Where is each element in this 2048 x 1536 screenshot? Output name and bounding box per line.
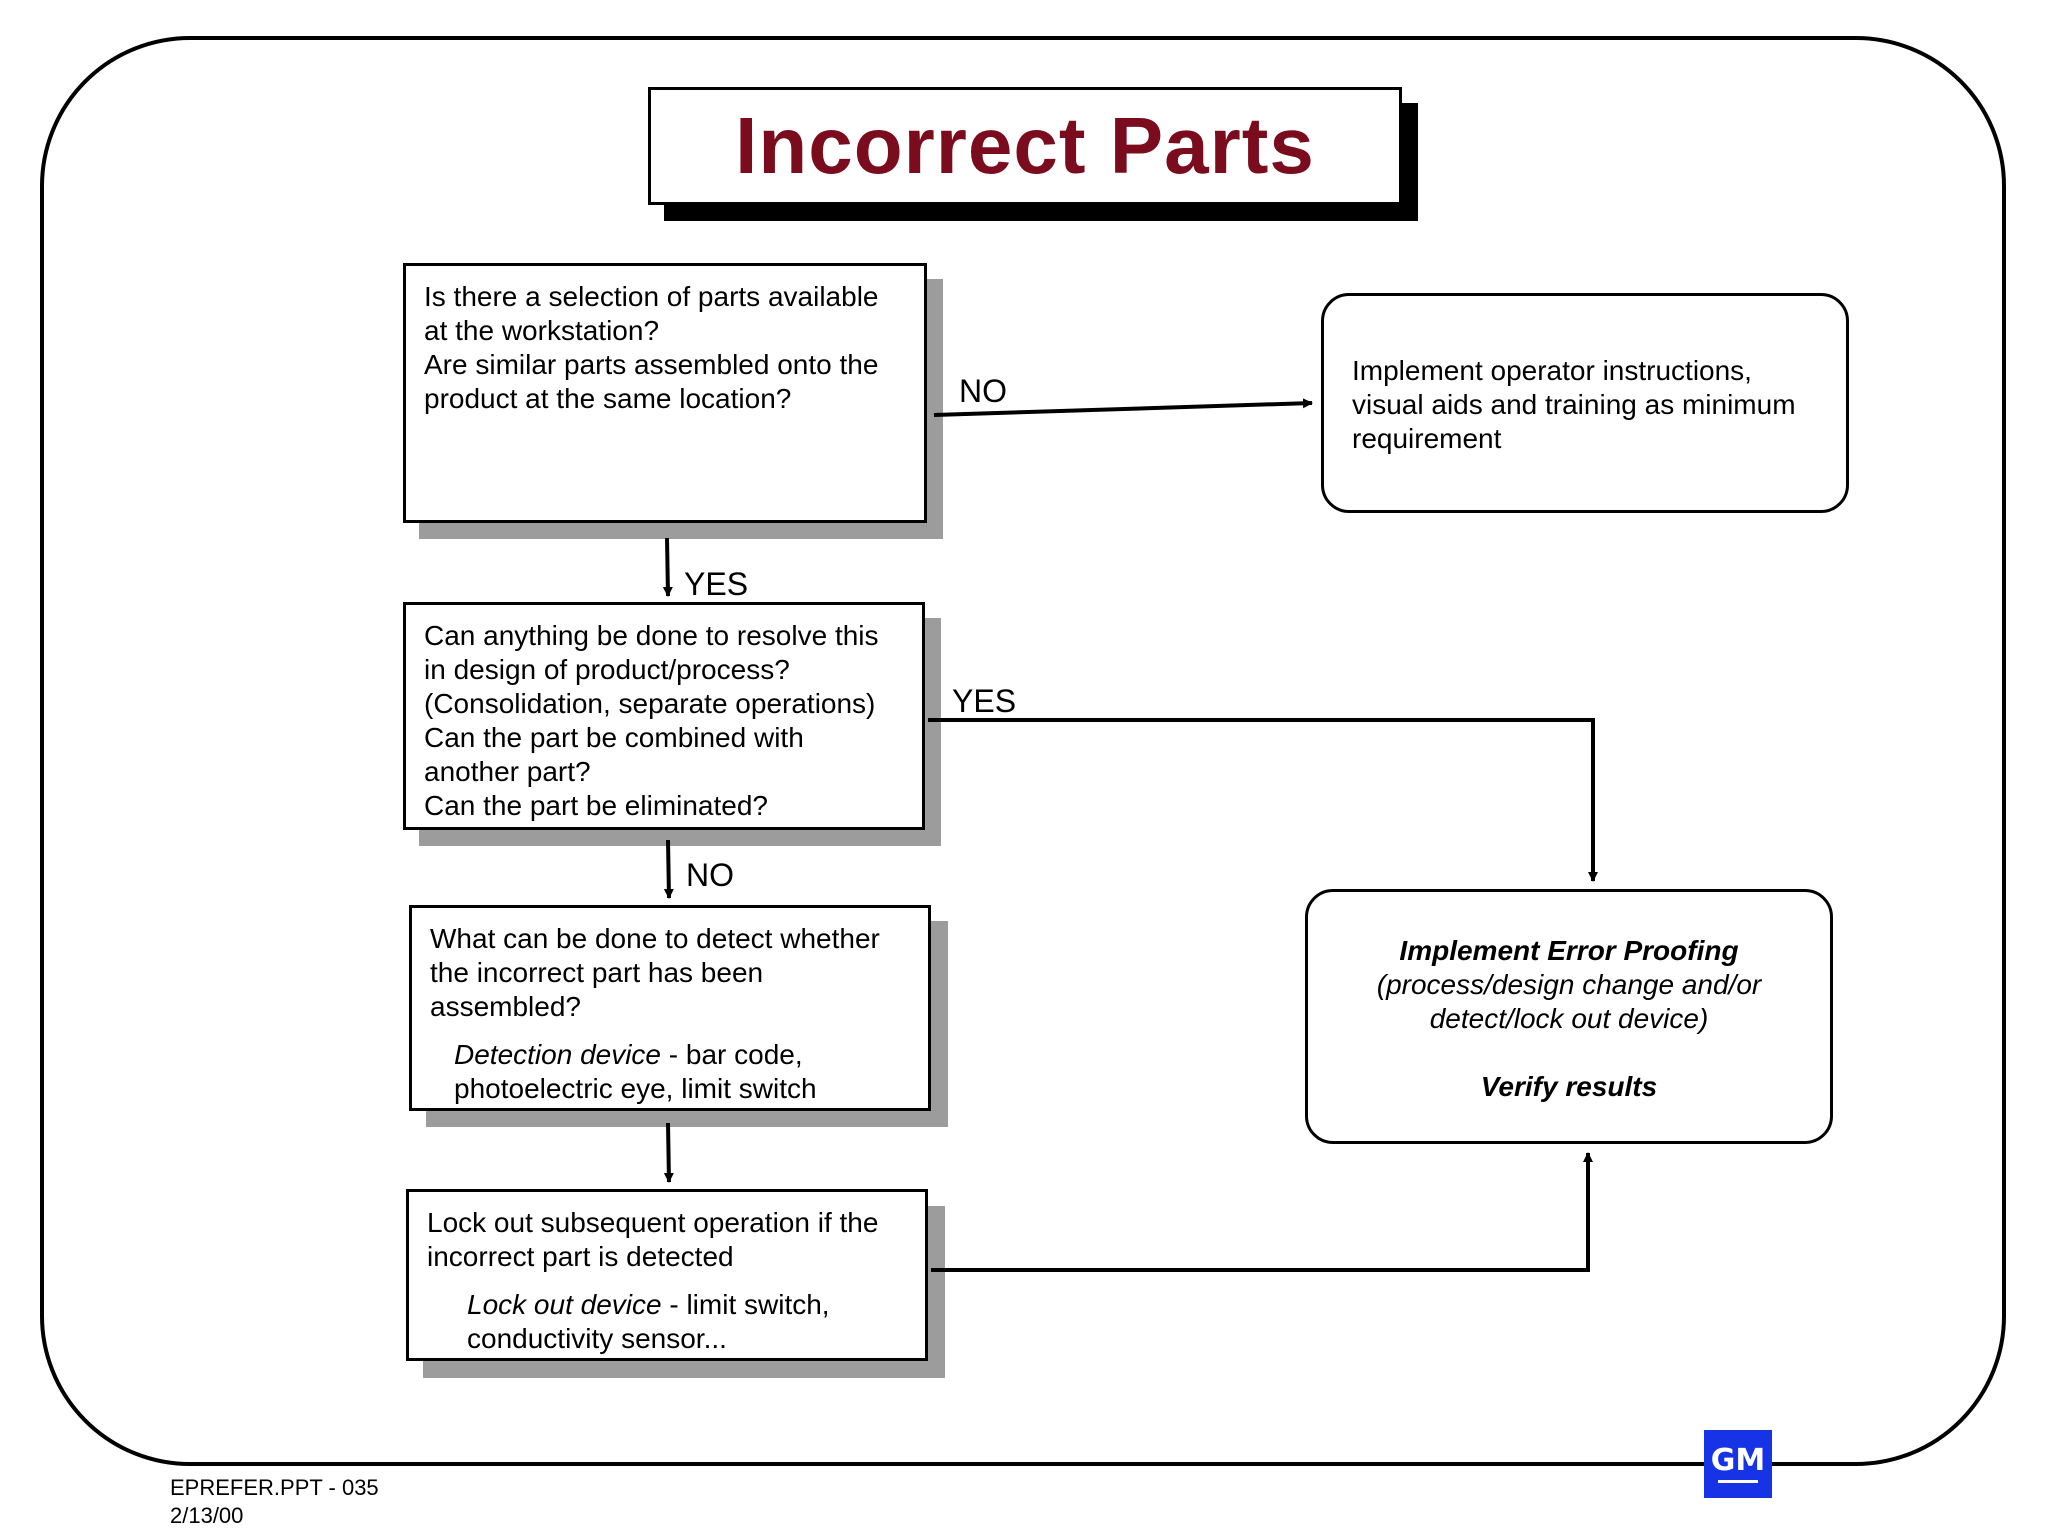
box-line: Lock out subsequent operation if the [427,1207,879,1238]
action-box-lockout: Lock out subsequent operation if the inc… [406,1189,928,1361]
arrow-down-3 [663,1122,674,1183]
question-box-selection: Is there a selection of parts available … [403,263,927,523]
question-box-design: Can anything be done to resolve this in … [403,602,925,830]
detection-device-note: Detection device - bar code, [430,1038,910,1072]
lockout-device-examples: - limit switch, [661,1289,830,1320]
box-line: Implement operator instructions, [1352,355,1752,386]
arrow-lockout-to-error-proofing [931,1152,1593,1272]
arrow-no-down-2 [663,839,674,899]
gm-logo-underline [1718,1479,1758,1483]
action-box-instructions: Implement operator instructions, visual … [1321,293,1849,513]
box-line: Is there a selection of parts available [424,281,879,312]
footer-file: EPREFER.PPT - 035 [170,1475,379,1500]
box-line: conductivity sensor... [467,1323,727,1354]
box-line: Can the part be eliminated? [424,790,768,821]
lockout-device-term: Lock out device [467,1289,662,1320]
arrow-yes-to-error-proofing [928,718,1598,882]
box-line: another part? [424,756,591,787]
footer: EPREFER.PPT - 035 2/13/00 [170,1474,379,1530]
page-title: Incorrect Parts [735,101,1315,190]
box-line: (process/design change and/or [1376,969,1762,1000]
box-line: requirement [1352,423,1502,454]
detection-device-examples: - bar code, [661,1039,803,1070]
box-line: the incorrect part has been [430,957,764,988]
arrow-yes-down-1 [662,537,673,597]
box-line: (Consolidation, separate operations) [424,688,876,719]
verify-results: Verify results [1480,1071,1658,1102]
box-line: detect/lock out device) [1429,1003,1709,1034]
lockout-device-note: Lock out device - limit switch, [427,1288,907,1322]
question-box-detect: What can be done to detect whether the i… [409,905,931,1111]
box-line: assembled? [430,991,581,1022]
slide-frame [40,36,2006,1466]
arrow-no-to-instructions [933,398,1313,417]
label-no-2: NO [686,857,734,893]
box-line: product at the same location? [424,383,792,414]
gm-logo-text: GM [1710,1442,1766,1478]
box-line: Can the part be combined with [424,722,804,753]
box-line: Are similar parts assembled onto the [424,349,879,380]
box-line: photoelectric eye, limit switch [454,1073,817,1104]
box-line: in design of product/process? [424,654,790,685]
error-proofing-heading: Implement Error Proofing [1399,935,1739,966]
box-line: incorrect part is detected [427,1241,734,1272]
box-line: What can be done to detect whether [430,923,880,954]
box-line: Can anything be done to resolve this [424,620,879,651]
detection-device-term: Detection device [454,1039,662,1070]
label-yes-2: YES [952,683,1017,719]
gm-logo: GM [1704,1430,1772,1498]
label-yes-1: YES [684,566,749,602]
label-no-1: NO [959,373,1007,409]
action-box-error-proofing: Implement Error Proofing (process/design… [1305,889,1833,1144]
box-line: at the workstation? [424,315,660,346]
footer-date: 2/13/00 [170,1503,244,1528]
box-line: visual aids and training as minimum [1352,389,1796,420]
title-box: Incorrect Parts [648,87,1402,205]
